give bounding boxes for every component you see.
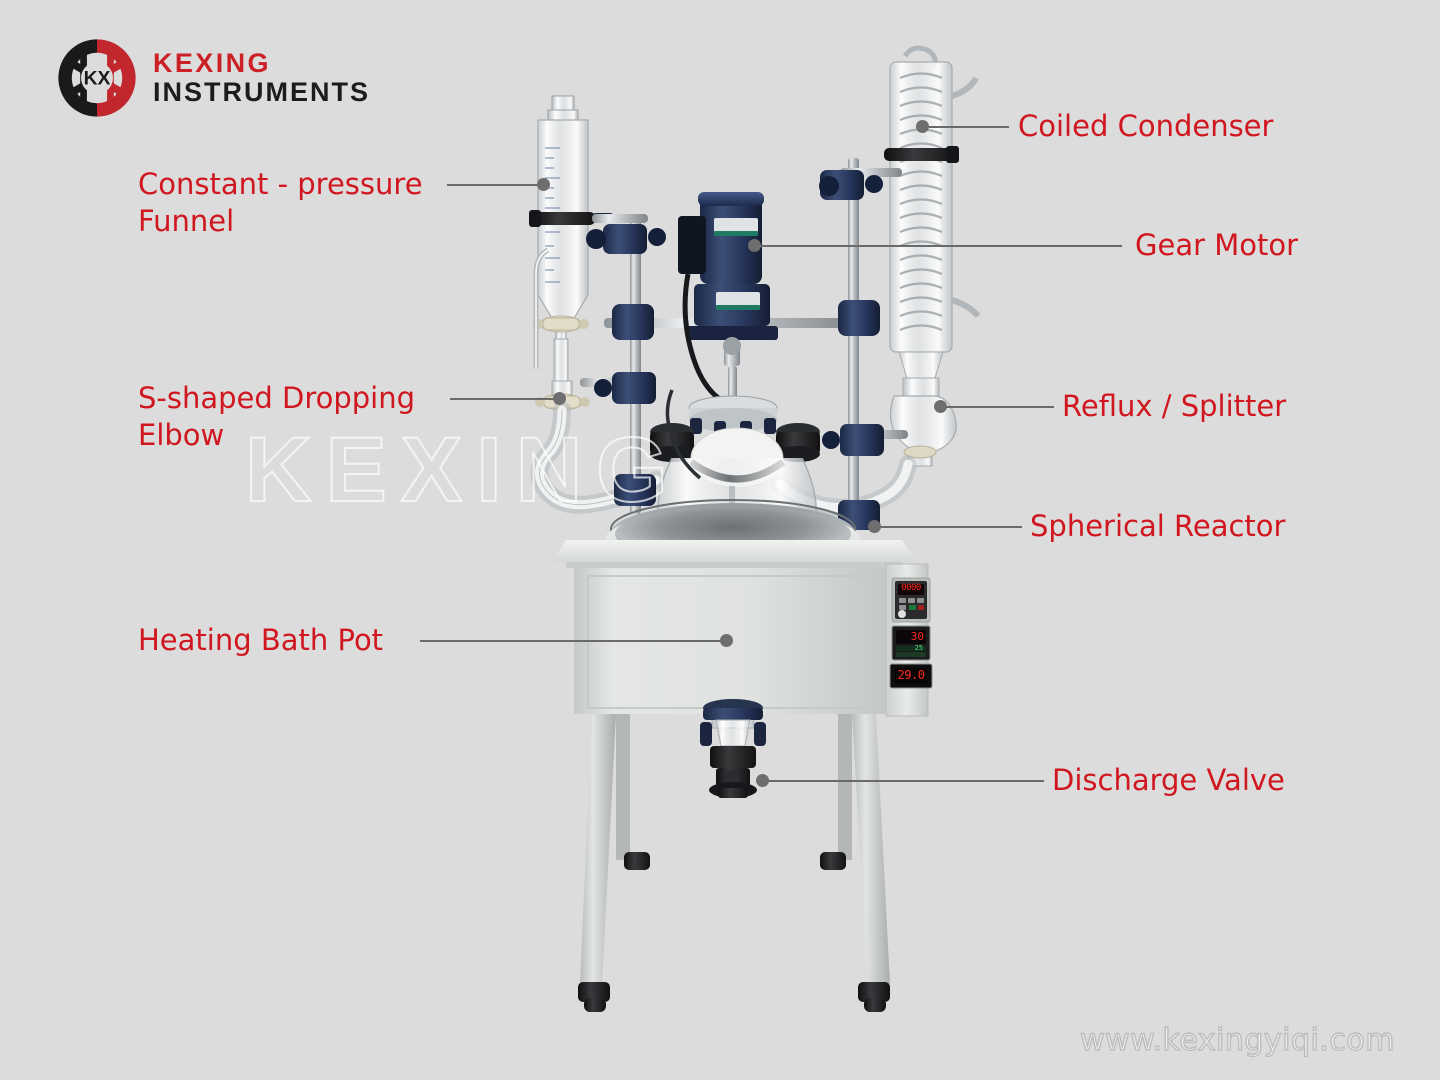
leader-line-reflux-splitter: [944, 406, 1054, 408]
leader-dot-s-shaped-dropping-elbow: [553, 392, 566, 405]
leader-dot-reflux-splitter: [934, 400, 947, 413]
condenser-clamp: [884, 146, 959, 163]
discharge-valve-graphic: [700, 699, 766, 798]
leader-line-gear-motor: [756, 245, 1122, 247]
callout-label-spherical-reactor: Spherical Reactor: [1030, 509, 1286, 543]
brand-logo: KX KEXING INSTRUMENTS: [55, 36, 370, 120]
funnel-stopcock: [533, 315, 589, 340]
speed-display-value: 0000: [901, 583, 921, 593]
gear-motor-graphic: [678, 192, 778, 486]
heating-bath-pot-graphic: [552, 499, 929, 1012]
callout-label-heating-bath-pot: Heating Bath Pot: [138, 623, 384, 657]
leader-dot-heating-bath-pot: [720, 634, 733, 647]
leader-line-discharge-valve: [766, 780, 1044, 782]
callout-label-coiled-condenser: Coiled Condenser: [1018, 109, 1274, 143]
leader-line-s-shaped-dropping-elbow: [450, 398, 560, 400]
temp-setpoint-sub-value: 25: [914, 644, 923, 652]
temp-setpoint-value: 30: [910, 630, 924, 643]
coiled-condenser-graphic: [884, 45, 981, 379]
leader-line-constant-pressure-funnel: [447, 184, 543, 186]
callout-label-constant-pressure-funnel: Constant - pressure Funnel: [138, 167, 423, 239]
leader-line-coiled-condenser: [929, 126, 1009, 128]
callout-label-discharge-valve: Discharge Valve: [1052, 763, 1285, 797]
leader-dot-gear-motor: [748, 239, 761, 252]
constant-pressure-funnel-graphic: [529, 95, 614, 382]
leader-dot-coiled-condenser: [916, 120, 929, 133]
callout-label-s-shaped-dropping-elbow: S-shaped Dropping Elbow: [138, 381, 416, 453]
center-watermark: KEXING: [244, 418, 682, 522]
callout-label-reflux-splitter: Reflux / Splitter: [1062, 389, 1287, 423]
kexing-logo-icon: KX: [55, 36, 139, 120]
temp-readout-value: 29.0: [897, 668, 925, 682]
brand-name-line2: INSTRUMENTS: [153, 77, 370, 107]
brand-name-line1: KEXING: [153, 47, 271, 78]
leader-line-spherical-reactor: [878, 526, 1022, 528]
leader-dot-constant-pressure-funnel: [537, 178, 550, 191]
control-panel-graphic: [889, 577, 933, 689]
svg-text:KX: KX: [84, 69, 111, 90]
website-watermark: www.kexingyiqi.com: [1079, 1022, 1395, 1058]
caster: [578, 852, 890, 1012]
leader-dot-spherical-reactor: [868, 520, 881, 533]
leader-dot-discharge-valve: [756, 774, 769, 787]
leader-line-heating-bath-pot: [420, 640, 726, 642]
callout-label-gear-motor: Gear Motor: [1135, 228, 1299, 262]
support-stands: [580, 158, 908, 530]
